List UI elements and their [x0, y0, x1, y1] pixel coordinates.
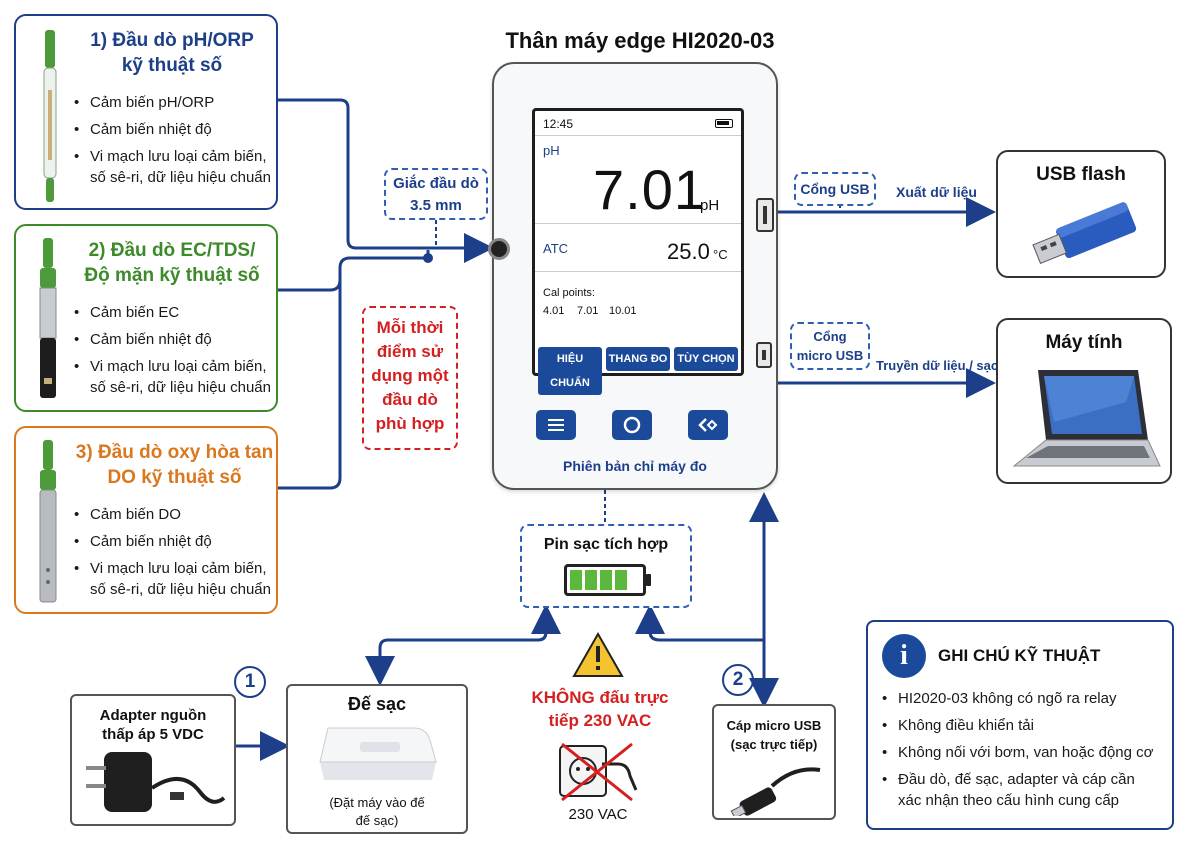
list-item: HI2020-03 không có ngõ ra relay	[882, 688, 1172, 709]
device-screen: 12:45 pH 7.01 pH ATC 25.0 °C Cal points:…	[532, 108, 744, 395]
no-mains-icon	[558, 740, 638, 802]
ec-probe-icon	[39, 238, 57, 398]
version-label: Phiên bản chỉ máy đo	[563, 458, 707, 474]
probe-jack-label: Giắc đầu dò 3.5 mm	[384, 168, 488, 220]
tab-range[interactable]: THANG ĐO	[606, 347, 670, 371]
battery-level	[570, 570, 642, 590]
probe-2-title: 2) Đầu dò EC/TDS/ Độ mặn kỹ thuật số	[84, 240, 260, 286]
circle-icon	[623, 416, 641, 434]
cal-label: Cal points:	[543, 287, 595, 299]
battery-box: Pin sạc tích hợp	[520, 524, 692, 608]
ph-probe-icon	[43, 30, 57, 202]
probe-jack[interactable]	[488, 238, 510, 260]
computer-card: Máy tính	[996, 318, 1172, 484]
list-item: Vi mạch lưu loại cảm biến,số sê-ri, dữ l…	[74, 146, 274, 188]
battery-terminal	[646, 574, 651, 586]
micro-usb-action-label: Truyền dữ liệu / sạc	[876, 358, 999, 373]
battery-status-icon	[715, 119, 733, 128]
list-item: Cảm biến nhiệt độ	[74, 119, 274, 140]
temp-reading: 25.0	[667, 239, 710, 264]
charging-dock-icon	[319, 727, 437, 780]
computer-title: Máy tính	[1045, 332, 1123, 353]
voltage-label: 230 VAC	[568, 806, 628, 823]
laptop-icon	[1012, 370, 1161, 467]
device-body: 12:45 pH 7.01 pH ATC 25.0 °C Cal points:…	[488, 62, 778, 490]
probe-1-card: 1) Đầu dò pH/ORP kỹ thuật số Cảm biến pH…	[14, 14, 278, 210]
probe-1-features: Cảm biến pH/ORP Cảm biến nhiệt độ Vi mạc…	[74, 92, 274, 194]
one-probe-note: Mỗi thời điểm sử dụng một đầu dò phù hợp	[362, 306, 458, 450]
power-adapter-icon	[86, 752, 226, 812]
mode-label: pH	[543, 143, 560, 158]
usb-flash-title: USB flash	[1036, 164, 1126, 185]
warning-icon	[572, 632, 624, 677]
cable-card: Cáp micro USB (sạc trực tiếp)	[712, 704, 836, 820]
probe-1-title: 1) Đầu dò pH/ORP kỹ thuật số	[90, 30, 254, 76]
menu-icon	[548, 419, 564, 431]
tech-notes-title: GHI CHÚ KỸ THUẬT	[938, 646, 1101, 665]
ph-unit: pH	[700, 197, 720, 214]
menu-button[interactable]	[536, 410, 576, 440]
list-item: Vi mạch lưu loại cảm biến,số sê-ri, dữ l…	[74, 558, 274, 600]
device-title: Thân máy edge HI2020-03	[505, 28, 775, 53]
probe-3-features: Cảm biến DO Cảm biến nhiệt độ Vi mạch lư…	[74, 504, 274, 606]
probe-3-card: 3) Đầu dò oxy hòa tan DO kỹ thuật số Cảm…	[14, 426, 278, 614]
cable-number: 2	[722, 664, 754, 696]
tech-notes-list: HI2020-03 không có ngõ ra relay Không đi…	[882, 688, 1172, 817]
usb-flash-card: USB flash	[996, 150, 1166, 278]
tab-calibration[interactable]: HIỆU CHUẨN	[538, 347, 602, 395]
battery-segment	[570, 570, 582, 590]
battery-segment	[585, 570, 597, 590]
dock-title: Đế sạc	[347, 694, 407, 714]
temp-unit: °C	[713, 247, 728, 262]
micro-usb-port-label: Cổng micro USB	[790, 322, 870, 370]
do-probe-icon	[39, 440, 57, 603]
info-icon: i	[882, 634, 926, 678]
list-item: Cảm biến nhiệt độ	[74, 329, 274, 350]
divider	[535, 135, 741, 136]
dock-caption: (Đặt máy vào đế đế sạc)	[329, 795, 425, 828]
back-button[interactable]	[688, 410, 728, 440]
clock: 12:45	[543, 117, 574, 131]
battery-segment	[615, 570, 627, 590]
usb-action-label: Xuất dữ liệu	[896, 184, 977, 200]
divider	[535, 223, 741, 224]
battery-icon	[564, 564, 646, 596]
tech-notes-card: i GHI CHÚ KỸ THUẬT HI2020-03 không có ng…	[866, 620, 1174, 830]
usb-port-label: Cổng USB	[794, 172, 876, 206]
list-item: Cảm biến nhiệt độ	[74, 531, 274, 552]
probe-2-features: Cảm biến EC Cảm biến nhiệt độ Vi mạch lư…	[74, 302, 274, 404]
battery-segment	[630, 570, 642, 590]
warning-text: KHÔNG đấu trực tiếp 230 VAC	[531, 688, 669, 730]
probe-3-title: 3) Đầu dò oxy hòa tan DO kỹ thuật số	[75, 442, 274, 488]
list-item: Cảm biến pH/ORP	[74, 92, 274, 113]
dock-card: Đế sạc (Đặt máy vào đế đế sạc)	[286, 684, 468, 834]
micro-usb-cable-icon	[730, 767, 821, 816]
adapter-title: Adapter nguồn thấp áp 5 VDC	[99, 707, 207, 743]
battery-label: Pin sạc tích hợp	[543, 536, 669, 553]
back-icon	[698, 418, 718, 432]
usb-port[interactable]	[756, 198, 774, 232]
usb-flash-icon	[1032, 202, 1137, 265]
power-button[interactable]	[612, 410, 652, 440]
list-item: Không điều khiển tải	[882, 715, 1172, 736]
cal-point: 10.01	[609, 305, 637, 317]
cable-title: Cáp micro USB (sạc trực tiếp)	[726, 718, 822, 752]
tab-options[interactable]: TÙY CHỌN	[674, 347, 738, 371]
battery-segment	[600, 570, 612, 590]
list-item: Không nối với bơm, van hoặc động cơ	[882, 742, 1172, 763]
adapter-number: 1	[234, 666, 266, 698]
cal-point: 4.01	[543, 305, 565, 317]
ph-reading: 7.01	[593, 158, 706, 221]
list-item: Vi mạch lưu loại cảm biến,số sê-ri, dữ l…	[74, 356, 274, 398]
cal-point: 7.01	[577, 305, 599, 317]
probe-2-card: 2) Đầu dò EC/TDS/ Độ mặn kỹ thuật số Cảm…	[14, 224, 278, 412]
adapter-card: Adapter nguồn thấp áp 5 VDC	[70, 694, 236, 826]
divider	[535, 271, 741, 272]
micro-usb-port[interactable]	[756, 342, 772, 368]
list-item: Cảm biến EC	[74, 302, 274, 323]
list-item: Cảm biến DO	[74, 504, 274, 525]
atc-label: ATC	[543, 241, 569, 256]
